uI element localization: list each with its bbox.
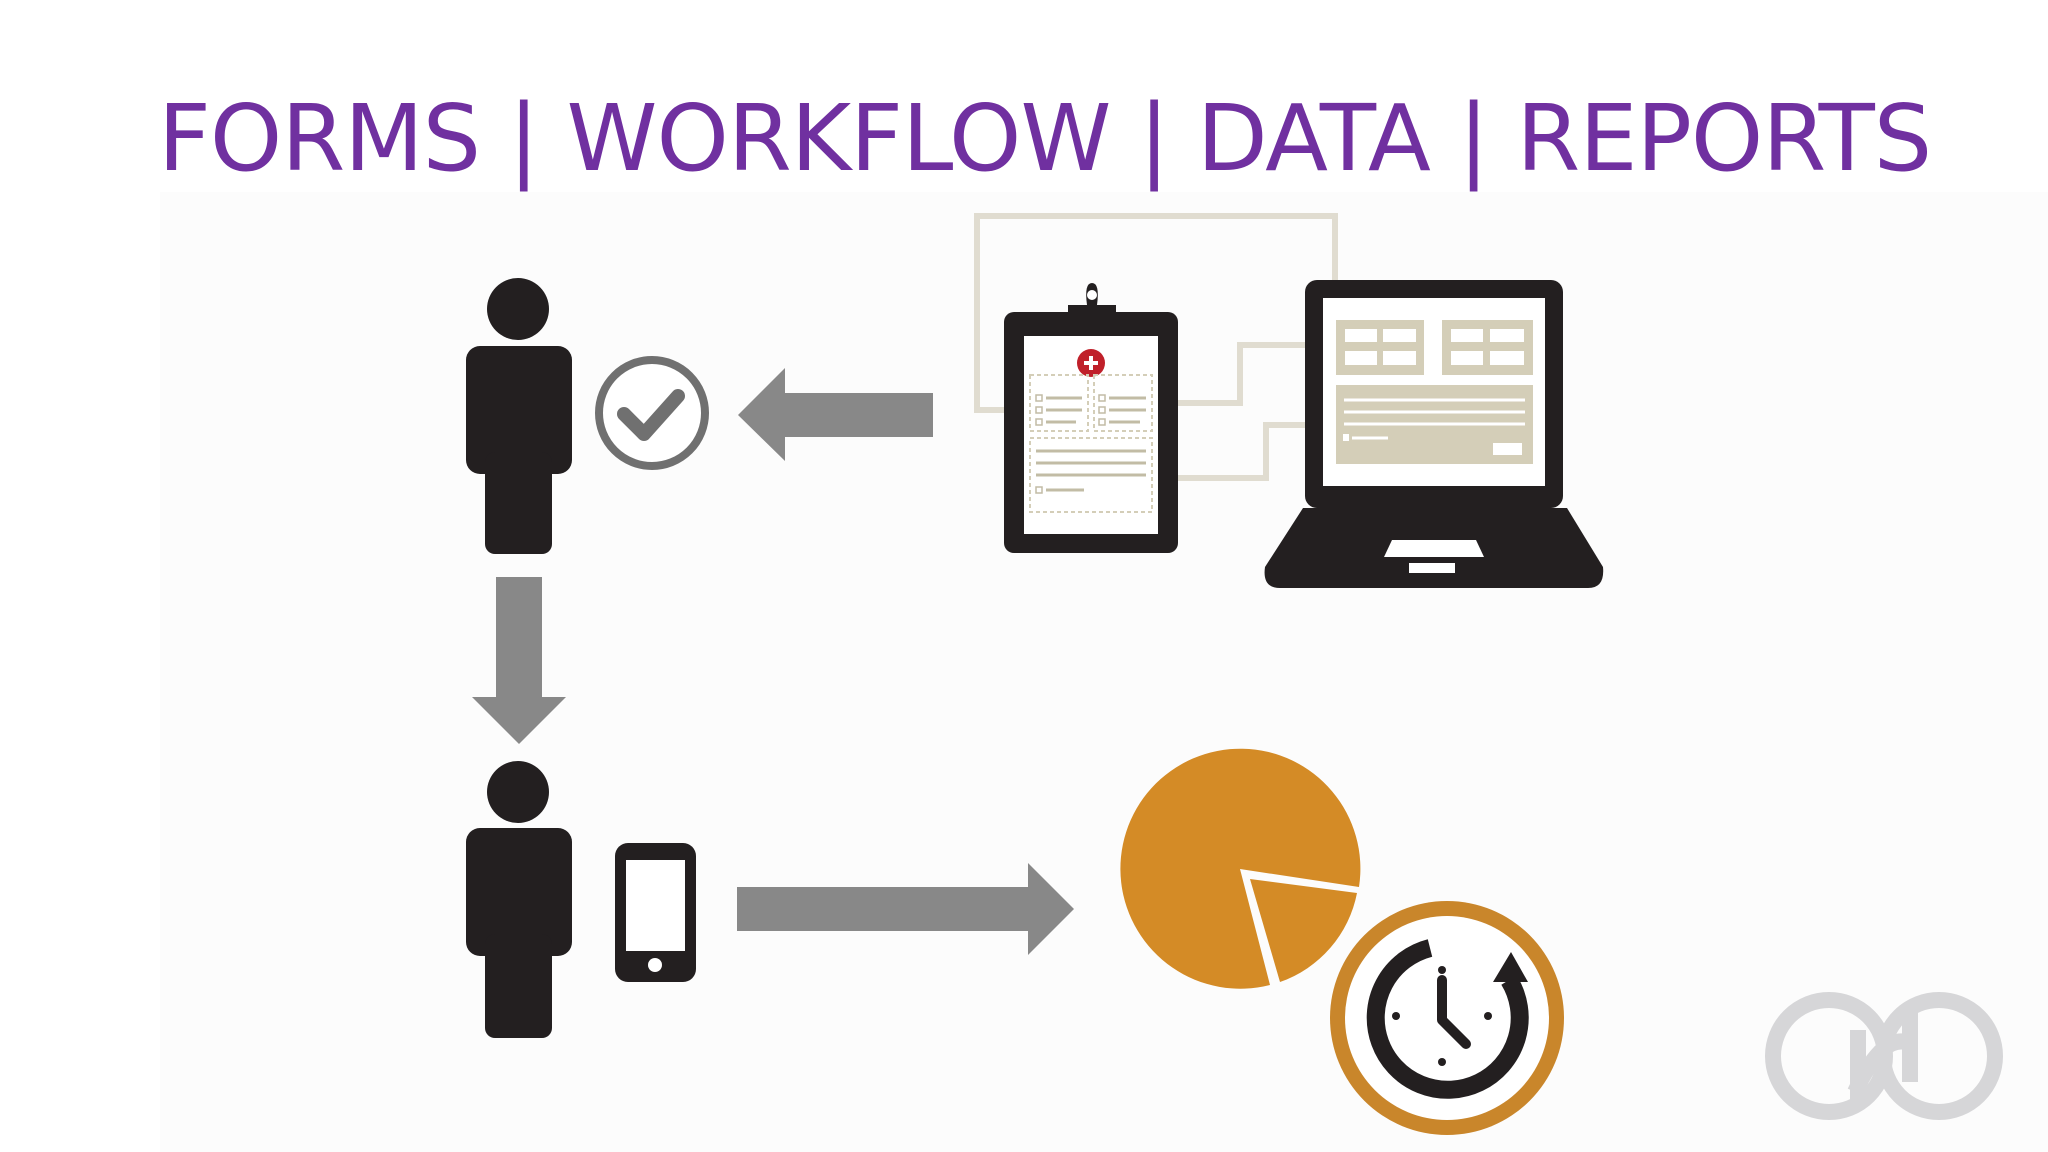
data-connectors bbox=[974, 213, 1338, 481]
person-icon bbox=[466, 761, 572, 1038]
logo-icon bbox=[1765, 992, 2003, 1120]
clock-refresh-icon bbox=[1330, 901, 1564, 1135]
medical-badge-icon bbox=[1077, 349, 1105, 377]
clipboard-form-icon bbox=[1004, 283, 1178, 553]
mobile-phone-icon bbox=[615, 843, 696, 982]
laptop-form-icon bbox=[1264, 280, 1604, 588]
arrow-down-icon bbox=[472, 577, 566, 744]
check-circle-icon bbox=[595, 356, 709, 470]
person-icon bbox=[466, 278, 572, 554]
pie-chart-icon bbox=[1120, 748, 1361, 989]
arrow-right-icon bbox=[737, 863, 1074, 955]
arrow-left-icon bbox=[738, 368, 933, 461]
page-title: FORMS | WORKFLOW | DATA | REPORTS bbox=[158, 85, 1932, 192]
